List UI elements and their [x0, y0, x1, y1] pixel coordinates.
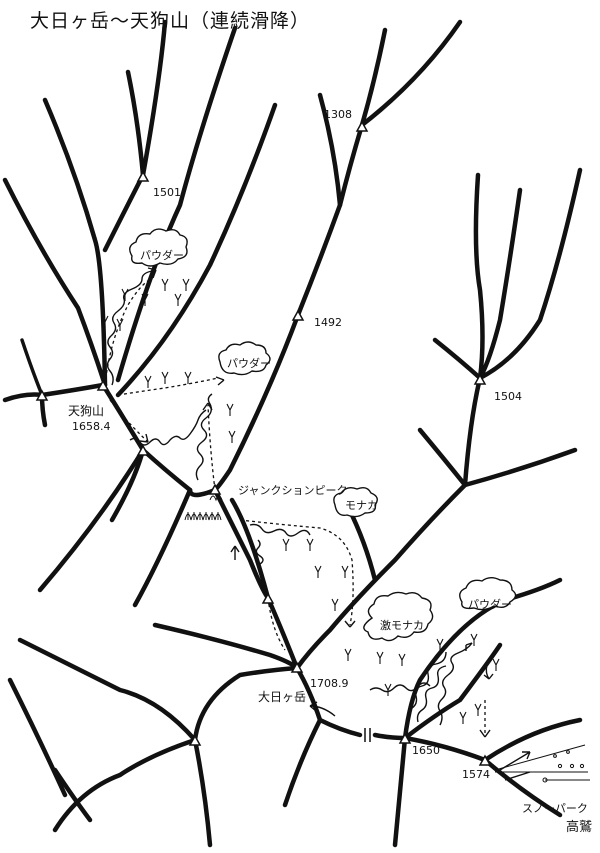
- cloud-label-monaka: モナカ: [345, 499, 378, 512]
- snow-cloud-geki-monaka: [363, 591, 434, 642]
- wavy-tracks: [106, 270, 473, 726]
- cloud-label-powder-2: パウダー: [227, 357, 271, 370]
- area-label-snowpark: スノーパーク: [522, 802, 588, 815]
- peak-label-1308: 1308: [324, 108, 352, 121]
- snow-cloud-powder-2: [218, 341, 271, 376]
- triangle-summit-icon: [35, 120, 492, 766]
- forest-fringe: [184, 495, 223, 521]
- direction-arrow-icon: [139, 267, 531, 781]
- map-title: 大日ヶ岳～天狗山（連続滑降）: [30, 10, 311, 32]
- peak-label-dainichi: 大日ヶ岳: [258, 690, 307, 704]
- peak-label-1492: 1492: [314, 316, 342, 329]
- snow-cloud-monaka: [333, 486, 378, 518]
- peak-elev-tengu: 1658.4: [72, 420, 111, 433]
- lift-crossing: [364, 728, 371, 742]
- peak-label-1501: 1501: [153, 186, 181, 199]
- snow-cloud-powder-3: [459, 577, 517, 611]
- peak-label-tengu: 天狗山: [68, 404, 105, 418]
- ski-routes: [104, 277, 486, 735]
- peak-label-1504: 1504: [494, 390, 522, 403]
- peak-label-1574: 1574: [462, 768, 490, 781]
- cloud-label-geki-monaka: 激モナカ: [380, 619, 424, 632]
- ski-lift-icon: [494, 744, 590, 783]
- ridge-lines: [2, 19, 583, 848]
- snow-cloud-powder-1: [129, 228, 188, 267]
- peak-label-junction: ジャンクションピーク: [238, 484, 348, 497]
- cloud-label-powder-3: パウダー: [468, 598, 512, 611]
- area-label-takasu: 高鷲: [566, 820, 593, 835]
- conifer-tree-icon: [101, 278, 500, 724]
- peak-label-1650: 1650: [412, 744, 440, 757]
- cloud-label-powder-1: パウダー: [140, 249, 184, 262]
- peak-elev-dainichi: 1708.9: [310, 677, 349, 690]
